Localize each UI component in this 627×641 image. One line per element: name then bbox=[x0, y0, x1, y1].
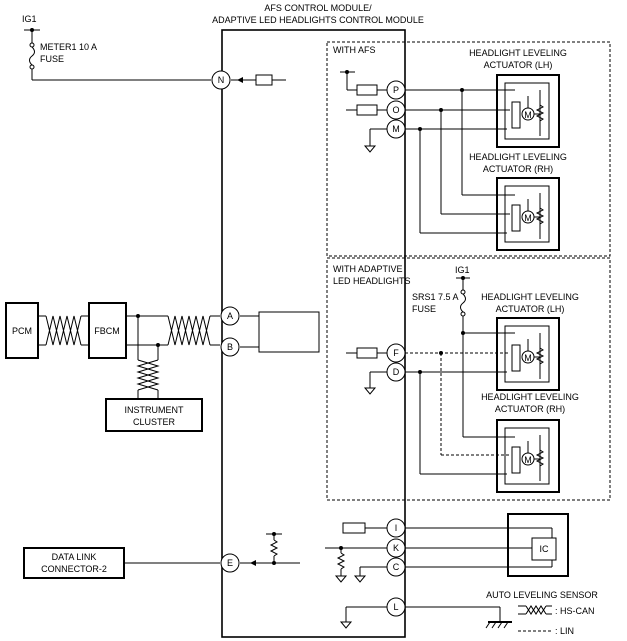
module-title-line1: AFS CONTROL MODULE/ bbox=[264, 3, 372, 13]
meter1-fuse-line2: FUSE bbox=[40, 54, 64, 64]
control-module: AFS CONTROL MODULE/ ADAPTIVE LED HEADLIG… bbox=[212, 3, 424, 638]
dlc2-label-line1: DATA LINK bbox=[52, 552, 97, 562]
pin-a: A bbox=[220, 306, 240, 326]
cluster-label-line2: CLUSTER bbox=[133, 417, 176, 427]
svg-text:A: A bbox=[227, 311, 233, 321]
adaptive-rh-label-line1: HEADLIGHT LEVELING bbox=[481, 392, 579, 402]
adaptive-section-label-line2: LED HEADLIGHTS bbox=[333, 276, 411, 286]
svg-text:O: O bbox=[392, 105, 399, 115]
afs-section: WITH AFS HEADLIGHT LEVELING ACTUATOR (LH… bbox=[326, 41, 611, 257]
auto-leveling-sensor-box bbox=[507, 513, 569, 577]
svg-text:C: C bbox=[393, 562, 400, 572]
afs-rh-label-line2: ACTUATOR (RH) bbox=[483, 164, 553, 174]
pin-b: B bbox=[220, 337, 240, 357]
fbcm-box bbox=[88, 302, 127, 359]
svg-text:D: D bbox=[393, 367, 400, 377]
dlc2-label-line2: CONNECTOR-2 bbox=[41, 564, 107, 574]
legend-hs-can: : HS-CAN bbox=[555, 606, 595, 616]
adaptive-ig1-label: IG1 bbox=[455, 265, 470, 275]
ig1-label: IG1 bbox=[22, 14, 37, 24]
svg-text:N: N bbox=[218, 75, 225, 85]
adaptive-section-label-line1: WITH ADAPTIVE bbox=[333, 264, 403, 274]
afs-section-label: WITH AFS bbox=[333, 45, 376, 55]
adaptive-rh-motor-symbol: M bbox=[524, 455, 532, 465]
fbcm-label: FBCM bbox=[94, 326, 120, 336]
legend-lin: : LIN bbox=[555, 626, 574, 636]
pin-n: N bbox=[211, 70, 231, 90]
pin-m: M bbox=[386, 119, 406, 139]
pin-d: D bbox=[386, 362, 406, 382]
adaptive-lh-label-line2: ACTUATOR (LH) bbox=[496, 304, 565, 314]
pin-f: F bbox=[386, 343, 406, 363]
adaptive-actuator-rh: M bbox=[496, 419, 560, 493]
svg-text:B: B bbox=[227, 342, 233, 352]
can-transceiver-box bbox=[258, 311, 320, 353]
pin-i: I bbox=[386, 518, 406, 538]
pin-l-ground bbox=[339, 606, 512, 629]
legend: : HS-CAN : LIN bbox=[518, 605, 595, 636]
instrument-cluster-box bbox=[105, 398, 203, 432]
dlc2-circuit: DATA LINK CONNECTOR-2 bbox=[23, 532, 300, 579]
svg-text:F: F bbox=[393, 348, 399, 358]
svg-text:E: E bbox=[227, 558, 233, 568]
svg-text:P: P bbox=[393, 85, 399, 95]
srs1-fuse-line2: FUSE bbox=[412, 304, 436, 314]
pin-e: E bbox=[220, 553, 240, 573]
afs-actuator-rh: M bbox=[496, 177, 560, 251]
svg-text:I: I bbox=[395, 523, 398, 533]
pcm-label: PCM bbox=[12, 326, 32, 336]
pcm-box bbox=[5, 302, 39, 359]
sensor-ic bbox=[531, 537, 557, 561]
adaptive-section: WITH ADAPTIVE LED HEADLIGHTS IG1 SRS1 7.… bbox=[326, 257, 611, 501]
pin-l: L bbox=[386, 597, 406, 617]
sensor-ic-label: IC bbox=[540, 544, 550, 554]
svg-text:M: M bbox=[392, 124, 400, 134]
pin-n-internal bbox=[231, 74, 286, 86]
afs-lh-motor-symbol: M bbox=[524, 110, 532, 120]
svg-text:L: L bbox=[393, 602, 398, 612]
meter1-fuse-line1: METER1 10 A bbox=[40, 42, 97, 52]
module-title-line2: ADAPTIVE LED HEADLIGHTS CONTROL MODULE bbox=[212, 15, 424, 25]
afs-rh-motor-symbol: M bbox=[524, 213, 532, 223]
pin-k: K bbox=[386, 538, 406, 558]
afs-actuator-lh: M bbox=[496, 74, 560, 148]
cluster-label-line1: INSTRUMENT bbox=[125, 405, 184, 415]
pin-o: O bbox=[386, 100, 406, 120]
sensor-label: AUTO LEVELING SENSOR bbox=[486, 590, 598, 600]
pin-c: C bbox=[386, 557, 406, 577]
svg-text:K: K bbox=[393, 543, 399, 553]
adaptive-lh-label-line1: HEADLIGHT LEVELING bbox=[481, 292, 579, 302]
pin-p: P bbox=[386, 80, 406, 100]
adaptive-rh-label-line2: ACTUATOR (RH) bbox=[495, 404, 565, 414]
adaptive-actuator-lh: M bbox=[496, 317, 560, 391]
auto-leveling-sensor-circuit: IC AUTO LEVELING SENSOR bbox=[325, 513, 598, 600]
afs-rh-label-line1: HEADLIGHT LEVELING bbox=[469, 152, 567, 162]
afs-lh-label-line2: ACTUATOR (LH) bbox=[484, 60, 553, 70]
ig1-meter-fuse-circuit: IG1 METER1 10 A FUSE bbox=[22, 14, 211, 81]
adaptive-lh-motor-symbol: M bbox=[524, 353, 532, 363]
srs1-fuse-line1: SRS1 7.5 A bbox=[412, 292, 459, 302]
can-network: PCM FBCM INSTRUMENT CLUSTER bbox=[5, 302, 320, 432]
afs-lh-label-line1: HEADLIGHT LEVELING bbox=[469, 48, 567, 58]
